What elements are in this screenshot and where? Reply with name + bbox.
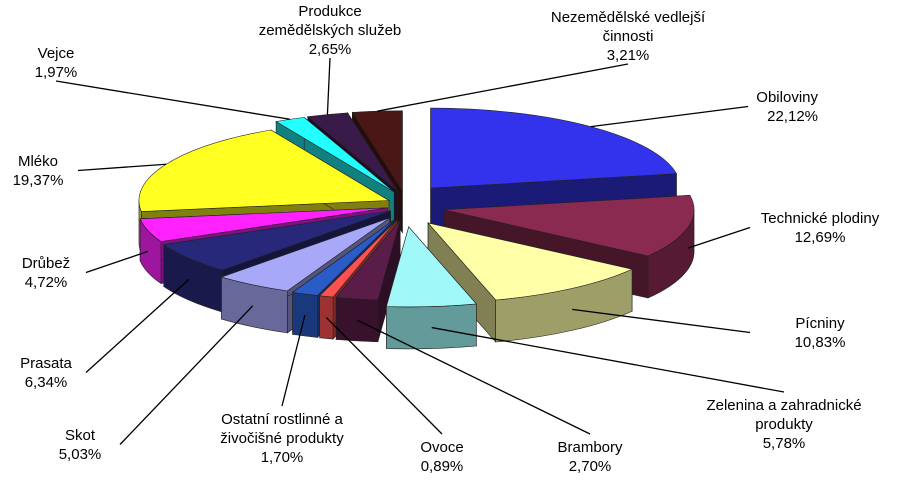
slice-label: Mléko 19,37% — [13, 153, 64, 189]
slice-name: živočišné produkty — [220, 430, 344, 447]
slice-name: Zelenina a zahradnické — [706, 397, 861, 414]
leader-line — [572, 308, 751, 334]
leader-lines — [55, 57, 785, 445]
leader-line — [431, 326, 785, 393]
pie-slice-wall — [292, 292, 318, 338]
slice-percent: 5,03% — [59, 446, 102, 463]
slice-label: Skot 5,03% — [59, 427, 102, 463]
slice-label: Nezemědělské vedlejší činnosti 3,21% — [551, 9, 706, 64]
slice-label: Vejce 1,97% — [35, 45, 78, 81]
slice-labels: Obiloviny 22,12% Technické plodiny 12,69% Pí… — [13, 3, 880, 475]
leader-line — [590, 105, 749, 128]
leader-line — [281, 314, 306, 407]
slice-percent: 4,72% — [25, 274, 68, 291]
slice-name: Brambory — [557, 439, 623, 456]
slice-name: Technické plodiny — [761, 210, 880, 227]
slice-label: Pícniny 10,83% — [795, 315, 846, 351]
slice-name: Nezemědělské vedlejší — [551, 9, 706, 26]
slice-name: Mléko — [18, 153, 58, 170]
slice-label: Obiloviny 22,12% — [756, 89, 818, 125]
slice-percent: 1,70% — [261, 449, 304, 466]
slice-label: Drůbež 4,72% — [22, 255, 70, 291]
pie-slice — [427, 222, 633, 343]
slice-name: Pícniny — [795, 315, 845, 332]
slice-percent: 12,69% — [795, 229, 846, 246]
pie-slice-top — [443, 195, 695, 257]
slice-name: Vejce — [38, 45, 75, 62]
slice-label: Produkce zemědělských služeb 2,65% — [259, 3, 402, 58]
slice-name: Produkce — [298, 3, 361, 20]
slice-name: Skot — [65, 427, 96, 444]
slice-percent: 0,89% — [421, 458, 464, 475]
leader-line — [377, 63, 629, 112]
slice-name: Prasata — [20, 355, 72, 372]
slice-label: Prasata 6,34% — [20, 355, 72, 391]
leader-line — [77, 163, 167, 172]
pie-slice-top — [138, 129, 390, 212]
leader-line — [85, 250, 149, 274]
slice-label: Ostatní rostlinné a živočišné produkty 1,7… — [220, 411, 344, 466]
slice-label: Zelenina a zahradnické produkty 5,78% — [706, 397, 861, 452]
pie-slice-top — [319, 219, 398, 298]
pie-slice-top — [335, 219, 401, 301]
pie-slice-top — [351, 110, 403, 192]
slice-name: Ovoce — [420, 439, 463, 456]
pie-slice-wall — [319, 295, 334, 340]
slice-label: Brambory 2,70% — [557, 439, 623, 475]
leader-line — [55, 80, 291, 120]
slice-percent: 22,12% — [767, 108, 818, 125]
pie-slice — [386, 226, 477, 350]
pie-slice-top — [291, 219, 396, 296]
pie-slice-top — [386, 226, 477, 308]
slice-percent: 2,70% — [569, 458, 612, 475]
slice-percent: 1,97% — [35, 64, 78, 81]
slice-name: zemědělských služeb — [259, 22, 402, 39]
pie-slice-top — [162, 210, 391, 271]
pie-slice-top — [220, 217, 390, 292]
leader-line — [85, 278, 190, 373]
slice-percent: 10,83% — [795, 334, 846, 351]
slice-percent: 19,37% — [13, 172, 64, 189]
slice-label: Ovoce 0,89% — [420, 439, 463, 475]
pie-slice-top — [139, 207, 388, 242]
leader-line — [325, 317, 443, 435]
pie-slices — [138, 107, 695, 350]
pie-slice-top — [427, 222, 633, 301]
slice-percent: 6,34% — [25, 374, 68, 391]
slice-percent: 5,78% — [763, 435, 806, 452]
slice-percent: 3,21% — [607, 47, 650, 64]
slice-name: Obiloviny — [756, 89, 818, 106]
slice-percent: 2,65% — [309, 41, 352, 58]
leader-line — [356, 319, 591, 435]
slice-name: produkty — [755, 416, 813, 433]
pie-slice-top — [430, 107, 678, 189]
slice-name: činnosti — [603, 28, 654, 45]
leader-line — [326, 57, 331, 115]
pie-slice-wall — [386, 303, 477, 350]
leader-line — [687, 226, 751, 249]
slice-name: Ostatní rostlinné a — [221, 411, 343, 428]
leader-line — [119, 305, 254, 445]
slice-label: Technické plodiny 12,69% — [761, 210, 880, 246]
slice-name: Drůbež — [22, 255, 70, 272]
